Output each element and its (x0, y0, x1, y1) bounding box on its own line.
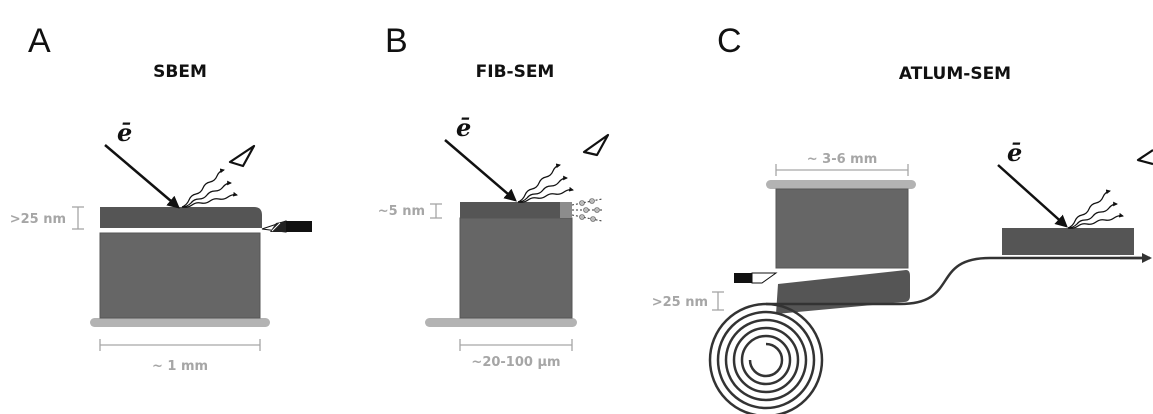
signal-waves (517, 163, 574, 203)
sample-block (775, 188, 909, 269)
milled-face (560, 202, 572, 218)
panel-letter: B (385, 22, 408, 60)
block-width-label: ~ 1 mm (152, 359, 208, 374)
cut-section (776, 270, 910, 314)
panel-title: FIB-SEM (476, 62, 555, 82)
panel-title: SBEM (153, 62, 207, 82)
slice-thickness-label: >25 nm (652, 295, 708, 310)
diamond-knife-icon (734, 272, 778, 284)
stage-plate (90, 318, 270, 327)
detector-eye-icon (582, 133, 610, 157)
detector-eye-icon (228, 144, 256, 168)
electron-beam-arrow (444, 139, 517, 202)
sample-block (99, 232, 261, 319)
block-width-label: ~20-100 µm (471, 355, 560, 370)
panel-c: C ATLUM-SEM ~ 3-6 mm >25 nm (652, 22, 1153, 414)
electron-label: ē (1007, 138, 1022, 167)
diamond-knife-icon (261, 220, 312, 233)
sample-block (459, 217, 573, 319)
slice-thickness-label: ~5 nm (378, 204, 425, 219)
ion-beam-icon (571, 198, 604, 222)
tape-reel-icon (708, 302, 824, 414)
detector-eye-icon (1136, 149, 1153, 166)
electron-beam-arrow (997, 164, 1068, 228)
stage-plate (425, 318, 577, 327)
signal-waves (1067, 189, 1124, 229)
electron-label: ē (456, 113, 471, 142)
panel-letter: C (717, 22, 742, 60)
imaged-section (1002, 228, 1134, 255)
collection-tape (766, 256, 1145, 306)
block-width-label: ~ 3-6 mm (807, 152, 878, 167)
panel-a: A SBEM ē >25 nm (10, 22, 312, 374)
cut-section (100, 207, 262, 228)
slice-thickness-label: >25 nm (10, 212, 66, 227)
electron-label: ē (117, 118, 132, 147)
electron-beam-arrow (104, 144, 180, 209)
signal-waves (181, 168, 238, 208)
stage-plate (766, 180, 916, 189)
panel-title: ATLUM-SEM (899, 64, 1011, 84)
panel-letter: A (28, 22, 51, 60)
milled-layer (460, 202, 572, 218)
panel-b: B FIB-SEM ē ~5 nm (378, 22, 610, 370)
